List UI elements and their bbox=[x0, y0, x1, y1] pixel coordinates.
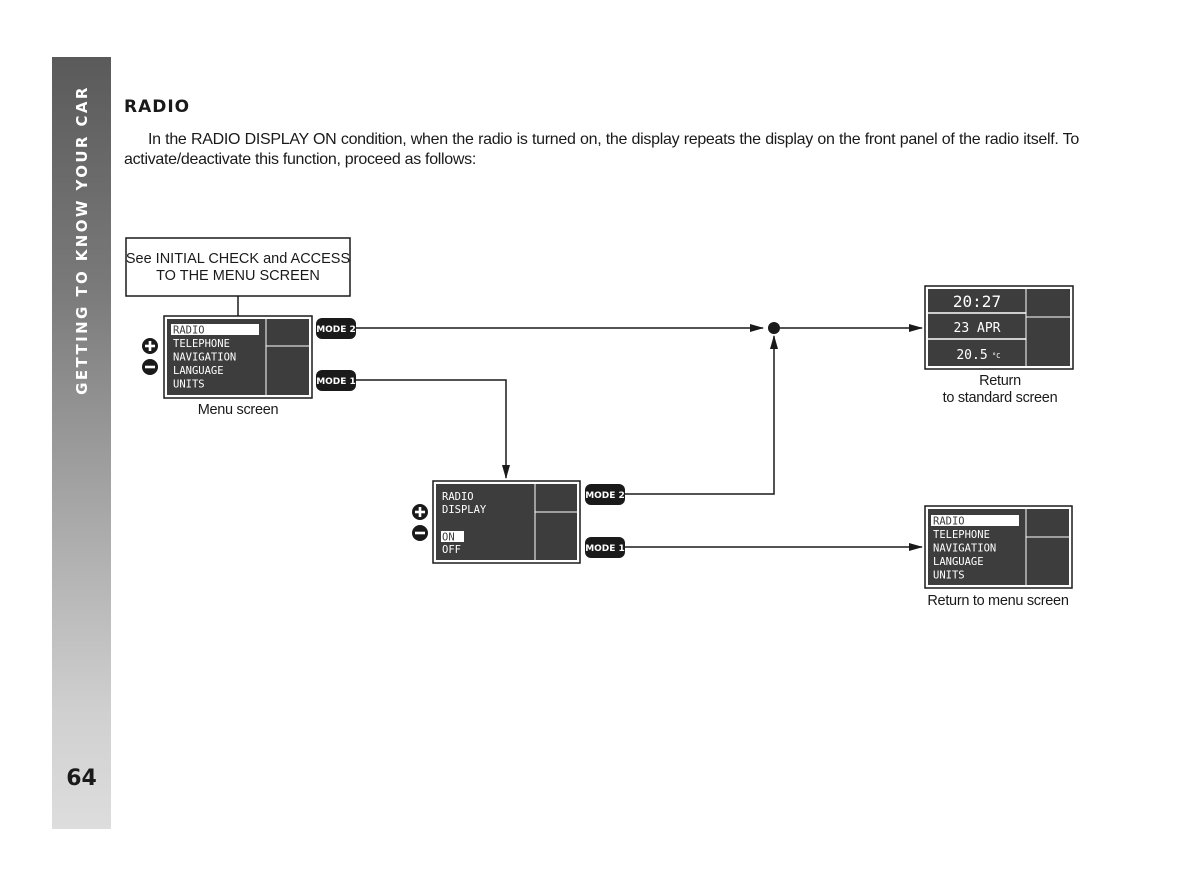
menu-screen: RADIO TELEPHONE NAVIGATION LANGUAGE UNIT… bbox=[163, 315, 313, 399]
option-selected-highlight bbox=[441, 531, 464, 542]
date-display: 23 APR bbox=[954, 321, 1001, 336]
return-menu-item-radio: RADIO bbox=[933, 516, 965, 528]
start-box-line1: See INITIAL CHECK and ACCESS bbox=[126, 251, 350, 267]
mode1-label-bottom: MODE 1 bbox=[585, 544, 625, 554]
mode2-button-top[interactable]: MODE 2 bbox=[316, 318, 356, 339]
arrow-mode1-to-radio-display bbox=[356, 379, 510, 479]
return-menu-screen: RADIO TELEPHONE NAVIGATION LANGUAGE UNIT… bbox=[924, 505, 1073, 589]
side-tab bbox=[52, 57, 111, 829]
return-menu-caption: Return to menu screen bbox=[927, 593, 1069, 609]
temperature-display: 20.5 bbox=[956, 348, 987, 363]
menu-item-telephone: TELEPHONE bbox=[173, 338, 230, 350]
radio-display-screen: RADIO DISPLAY ON OFF bbox=[432, 480, 581, 564]
radio-display-title-line1: RADIO bbox=[442, 491, 474, 503]
mode1-button-bottom[interactable]: MODE 1 bbox=[585, 537, 625, 558]
minus-button[interactable] bbox=[142, 359, 158, 375]
arrow-mode2-bottom-to-junction bbox=[625, 335, 778, 495]
plus-button-2[interactable] bbox=[412, 504, 428, 520]
standard-screen: 20:27 23 APR 20.5 °C bbox=[924, 285, 1074, 370]
menu-item-navigation: NAVIGATION bbox=[173, 352, 236, 364]
option-off: OFF bbox=[442, 544, 461, 556]
menu-item-radio: RADIO bbox=[173, 325, 205, 337]
menu-screen-caption: Menu screen bbox=[197, 402, 279, 418]
radio-display-title-line2: DISPLAY bbox=[442, 504, 487, 516]
return-menu-item-language: LANGUAGE bbox=[933, 556, 984, 568]
menu-item-language: LANGUAGE bbox=[173, 365, 224, 377]
return-menu-item-telephone: TELEPHONE bbox=[933, 529, 990, 541]
return-menu-item-units: UNITS bbox=[933, 570, 965, 582]
mode2-button-bottom[interactable]: MODE 2 bbox=[585, 484, 625, 505]
mode2-label-bottom: MODE 2 bbox=[585, 491, 625, 501]
mode1-button-top[interactable]: MODE 1 bbox=[316, 370, 356, 391]
return-menu-selected-highlight bbox=[931, 515, 1019, 526]
return-menu-item-navigation: NAVIGATION bbox=[933, 543, 996, 555]
intro-paragraph: In the RADIO DISPLAY ON condition, when … bbox=[124, 131, 1079, 168]
standard-screen-caption-line1: Return bbox=[979, 373, 1021, 389]
mode2-label: MODE 2 bbox=[316, 325, 356, 335]
option-on: ON bbox=[442, 532, 455, 544]
start-box: See INITIAL CHECK and ACCESS TO THE MENU… bbox=[125, 237, 351, 297]
junction-dot bbox=[768, 322, 780, 334]
menu-item-units: UNITS bbox=[173, 379, 205, 391]
page-heading: RADIO bbox=[124, 97, 191, 117]
start-box-line2: TO THE MENU SCREEN bbox=[156, 268, 320, 284]
temperature-unit: °C bbox=[992, 352, 1000, 360]
minus-button-2[interactable] bbox=[412, 525, 428, 541]
standard-screen-caption-line2: to standard screen bbox=[942, 390, 1058, 406]
plus-button[interactable] bbox=[142, 338, 158, 354]
time-display: 20:27 bbox=[953, 292, 1001, 311]
page-number: 64 bbox=[66, 766, 97, 791]
mode1-label: MODE 1 bbox=[316, 377, 356, 387]
menu-selected-highlight bbox=[171, 324, 259, 335]
